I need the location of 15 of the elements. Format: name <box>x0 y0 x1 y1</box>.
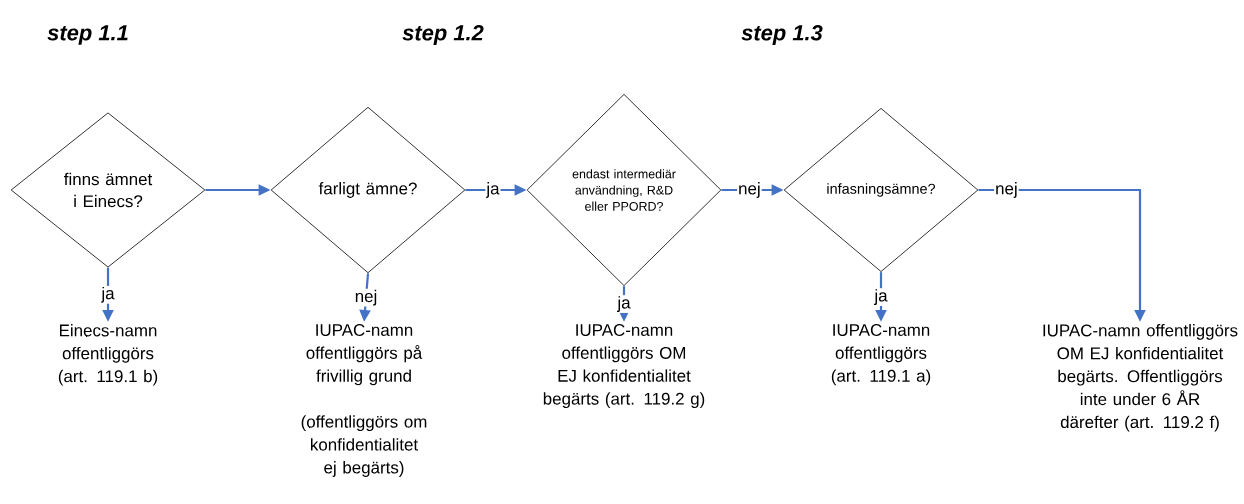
edge-label: ja <box>485 181 501 199</box>
edge-label: ja <box>100 285 116 304</box>
edge-label: nej <box>994 181 1019 199</box>
edge-label: nej <box>353 288 379 307</box>
edge-label: nej <box>737 181 762 199</box>
edge-label: ja <box>873 288 889 306</box>
step-heading: step 1.2 <box>402 25 484 45</box>
step-heading: step 1.3 <box>741 25 823 45</box>
outcome-text: Einecs-namn offentliggörs (art. 119.1 b) <box>58 324 158 386</box>
outcome-text: IUPAC-namn offentliggörs OM EJ konfidentialitet begärts (art. 119.2 g) <box>543 324 705 409</box>
step-heading: step 1.1 <box>47 25 128 45</box>
outcome-text: IUPAC-namn offentliggörs OM EJ konfidentialitet begärts. Offentliggörs inte under 6 ÅR därefter (art. 119.2 f) <box>1043 324 1238 432</box>
outcome-text: IUPAC-namn offentliggörs på frivillig grund (offentliggörs om konfidentialitet ej begärts) <box>301 324 427 477</box>
outcome-text: IUPAC-namn offentliggörs (art. 119.1 a) <box>831 324 931 386</box>
edge-label: ja <box>616 295 632 313</box>
